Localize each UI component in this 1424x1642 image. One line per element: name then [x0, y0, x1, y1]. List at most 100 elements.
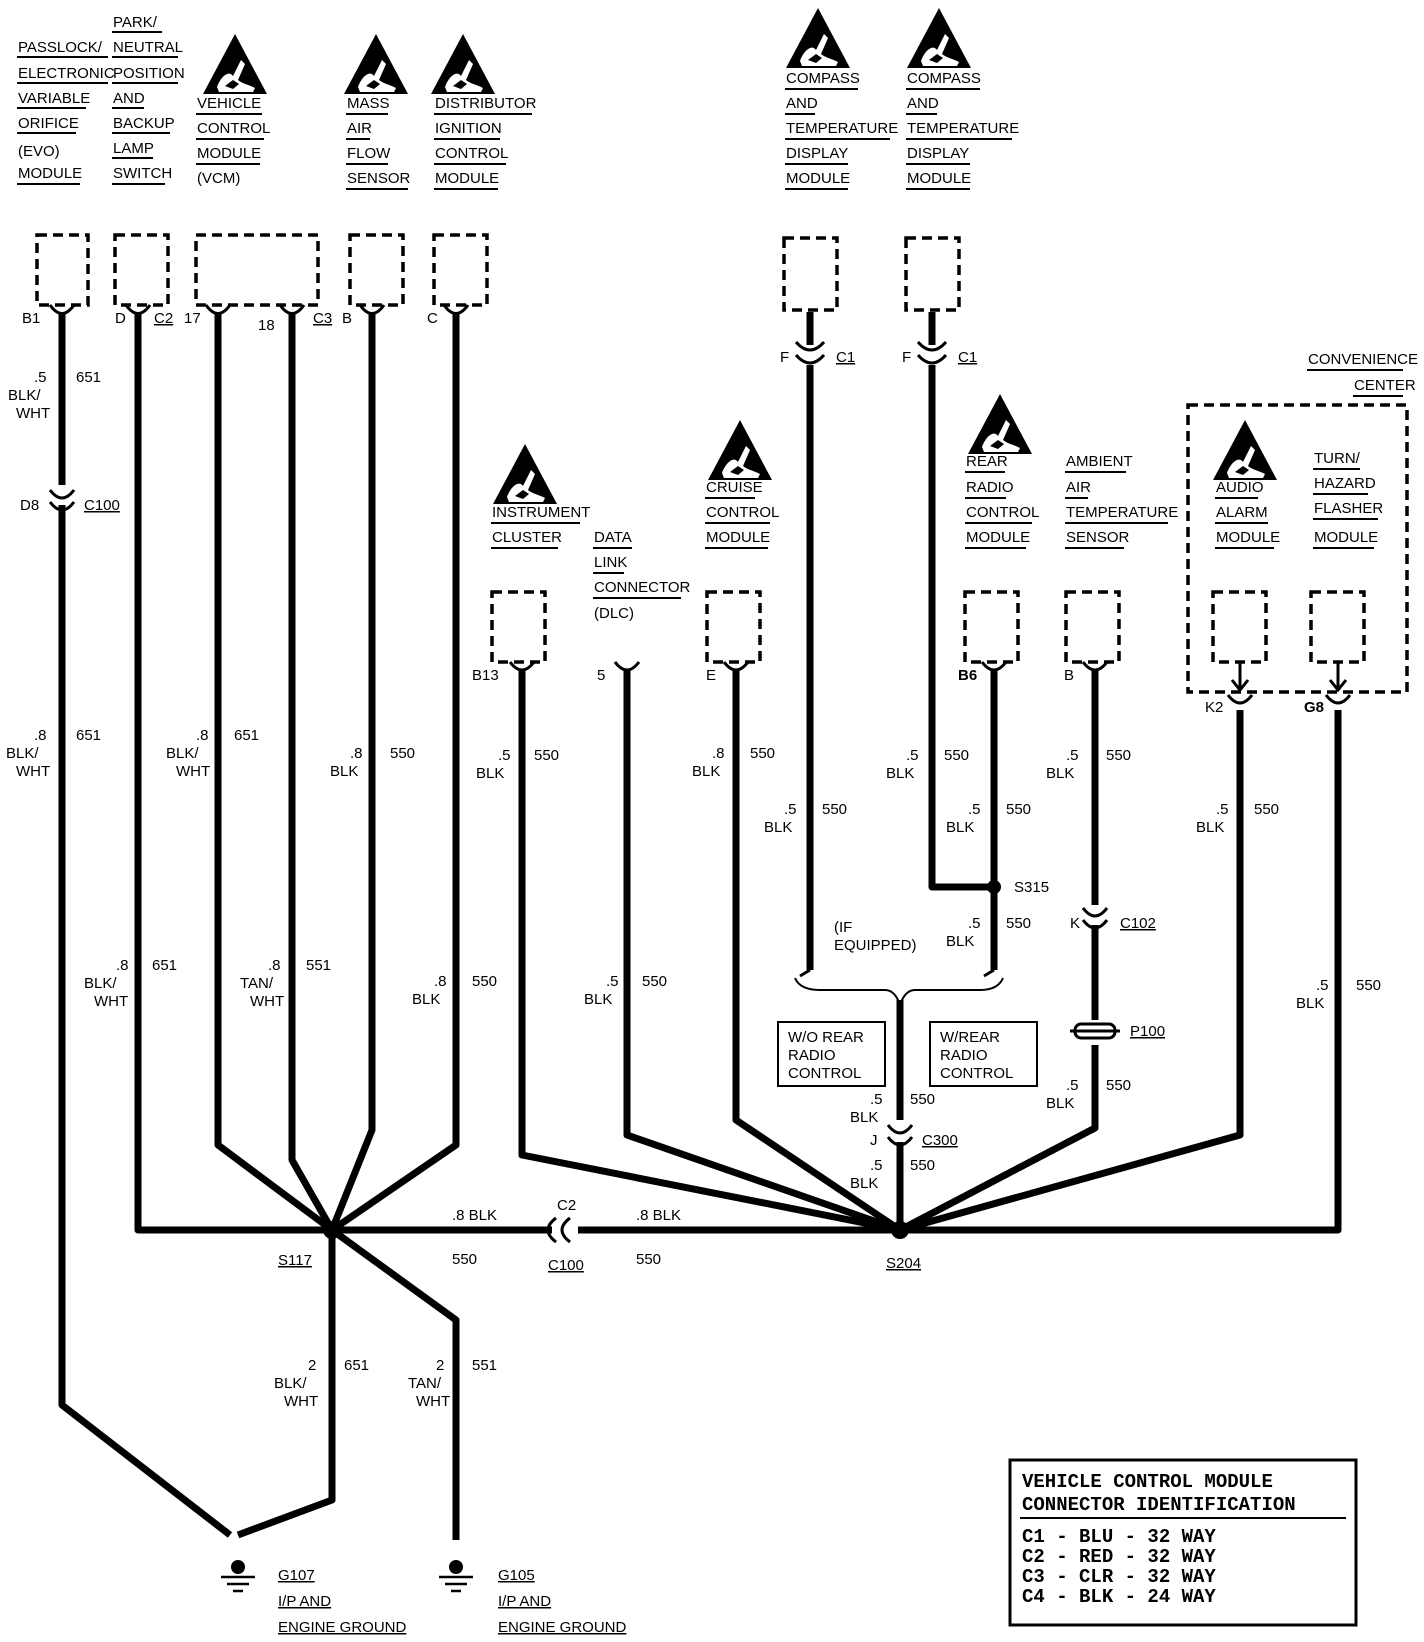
- svg-text:5: 5: [597, 667, 605, 684]
- svg-text:BLK: BLK: [1296, 995, 1324, 1012]
- svg-text:550: 550: [750, 745, 775, 762]
- svg-text:.8: .8: [196, 727, 209, 744]
- svg-text:WHT: WHT: [416, 1393, 450, 1410]
- distributor-module-box: [432, 233, 489, 307]
- svg-text:G8: G8: [1304, 699, 1324, 716]
- svg-text:BLK/: BLK/: [274, 1375, 307, 1392]
- svg-text:INSTRUMENT: INSTRUMENT: [492, 504, 590, 521]
- svg-text:.5: .5: [1066, 1077, 1079, 1094]
- convenience-center-box: [1186, 403, 1409, 694]
- wire-labels: .5 BLK/ WHT 651 .8 BLK/ WHT 651 .8 BLK/ …: [6, 369, 1381, 1410]
- svg-text:VEHICLE: VEHICLE: [197, 95, 261, 112]
- svg-text:BLK: BLK: [584, 991, 612, 1008]
- convenience-center-label: CONVENIENCE CENTER: [1308, 351, 1418, 394]
- svg-text:C3: C3: [313, 310, 332, 327]
- svg-text:S204: S204: [886, 1255, 921, 1272]
- svg-text:.8: .8: [116, 957, 129, 974]
- evo-module-box: [35, 233, 90, 307]
- svg-text:AND: AND: [113, 90, 145, 107]
- cruise-control-label: CRUISE CONTROL MODULE: [706, 479, 779, 546]
- table-row: C4 - BLK - 24 WAY: [1022, 1586, 1216, 1608]
- svg-text:MODULE: MODULE: [966, 529, 1030, 546]
- svg-text:CONNECTOR: CONNECTOR: [594, 579, 691, 596]
- svg-text:.8: .8: [350, 745, 363, 762]
- svg-text:C: C: [427, 310, 438, 327]
- svg-text:SWITCH: SWITCH: [113, 165, 172, 182]
- svg-text:BLK: BLK: [1046, 1095, 1074, 1112]
- svg-text:MODULE: MODULE: [1216, 529, 1280, 546]
- svg-text:WHT: WHT: [284, 1393, 318, 1410]
- svg-text:MODULE: MODULE: [18, 165, 82, 182]
- svg-text:TEMPERATURE: TEMPERATURE: [907, 120, 1019, 137]
- svg-text:LINK: LINK: [594, 554, 627, 571]
- svg-text:B: B: [342, 310, 352, 327]
- svg-text:F: F: [780, 349, 789, 366]
- svg-text:ELECTRONIC: ELECTRONIC: [18, 65, 115, 82]
- table-title-line2: CONNECTOR IDENTIFICATION: [1022, 1494, 1296, 1516]
- svg-text:550: 550: [1106, 747, 1131, 764]
- svg-text:REAR: REAR: [966, 453, 1008, 470]
- svg-text:I/P AND: I/P AND: [278, 1593, 331, 1610]
- park-neutral-switch-box: [113, 233, 170, 307]
- svg-text:550: 550: [910, 1157, 935, 1174]
- svg-text:ENGINE GROUND: ENGINE GROUND: [278, 1619, 407, 1636]
- svg-text:CLUSTER: CLUSTER: [492, 529, 562, 546]
- svg-text:BACKUP: BACKUP: [113, 115, 175, 132]
- maf-sensor-box: [348, 233, 405, 307]
- svg-text:C100: C100: [84, 497, 120, 514]
- esd-sensitive-device-icon: [431, 34, 495, 94]
- compass-module-1-label: COMPASS AND TEMPERATURE DISPLAY MODULE: [786, 70, 898, 187]
- svg-text:550: 550: [1006, 915, 1031, 932]
- svg-text:B: B: [1064, 667, 1074, 684]
- svg-text:PARK/: PARK/: [113, 14, 158, 31]
- p100-passthrough: [1070, 1022, 1120, 1040]
- svg-text:WHT: WHT: [94, 993, 128, 1010]
- svg-text:550: 550: [390, 745, 415, 762]
- svg-text:B13: B13: [472, 667, 499, 684]
- svg-text:CENTER: CENTER: [1354, 377, 1416, 394]
- esd-sensitive-device-icon: [203, 34, 267, 94]
- esd-sensitive-device-icon: [493, 444, 557, 504]
- svg-text:AND: AND: [907, 95, 939, 112]
- svg-text:.5: .5: [606, 973, 619, 990]
- ground-g105-icon: [437, 1558, 475, 1593]
- svg-text:550: 550: [472, 973, 497, 990]
- svg-text:COMPASS: COMPASS: [907, 70, 981, 87]
- svg-text:2: 2: [436, 1357, 444, 1374]
- svg-text:BLK: BLK: [1196, 819, 1224, 836]
- svg-text:CONTROL: CONTROL: [706, 504, 779, 521]
- svg-text:551: 551: [472, 1357, 497, 1374]
- svg-text:HAZARD: HAZARD: [1314, 475, 1376, 492]
- svg-text:550: 550: [534, 747, 559, 764]
- svg-text:C1: C1: [958, 349, 977, 366]
- svg-text:BLK: BLK: [850, 1109, 878, 1126]
- svg-text:550: 550: [636, 1251, 661, 1268]
- svg-text:550: 550: [1006, 801, 1031, 818]
- svg-text:AIR: AIR: [1066, 479, 1091, 496]
- svg-text:S117: S117: [278, 1252, 312, 1269]
- cruise-control-box: [705, 590, 762, 664]
- svg-text:651: 651: [152, 957, 177, 974]
- table-row: C1 - BLU - 32 WAY: [1022, 1526, 1216, 1548]
- svg-text:550: 550: [910, 1091, 935, 1108]
- svg-text:550: 550: [944, 747, 969, 764]
- svg-text:BLK: BLK: [412, 991, 440, 1008]
- svg-text:.8: .8: [34, 727, 47, 744]
- svg-text:CONVENIENCE: CONVENIENCE: [1308, 351, 1418, 368]
- svg-text:F: F: [902, 349, 911, 366]
- ground-g105-label: G105 I/P AND ENGINE GROUND: [498, 1567, 627, 1636]
- svg-text:BLK: BLK: [476, 765, 504, 782]
- wiring: [58, 312, 1342, 1540]
- with-rear-radio-note: W/REAR RADIO CONTROL: [929, 1021, 1038, 1087]
- svg-text:.5: .5: [1066, 747, 1079, 764]
- svg-text:.5: .5: [1316, 977, 1329, 994]
- svg-text:DISPLAY: DISPLAY: [786, 145, 848, 162]
- turn-hazard-flasher-label: TURN/ HAZARD FLASHER MODULE: [1314, 450, 1383, 546]
- svg-text:BLK/: BLK/: [84, 975, 117, 992]
- svg-text:POSITION: POSITION: [113, 65, 185, 82]
- svg-text:TURN/: TURN/: [1314, 450, 1361, 467]
- instrument-cluster-label: INSTRUMENT CLUSTER: [492, 504, 590, 546]
- svg-text:(DLC): (DLC): [594, 605, 634, 622]
- svg-text:K: K: [1070, 915, 1080, 932]
